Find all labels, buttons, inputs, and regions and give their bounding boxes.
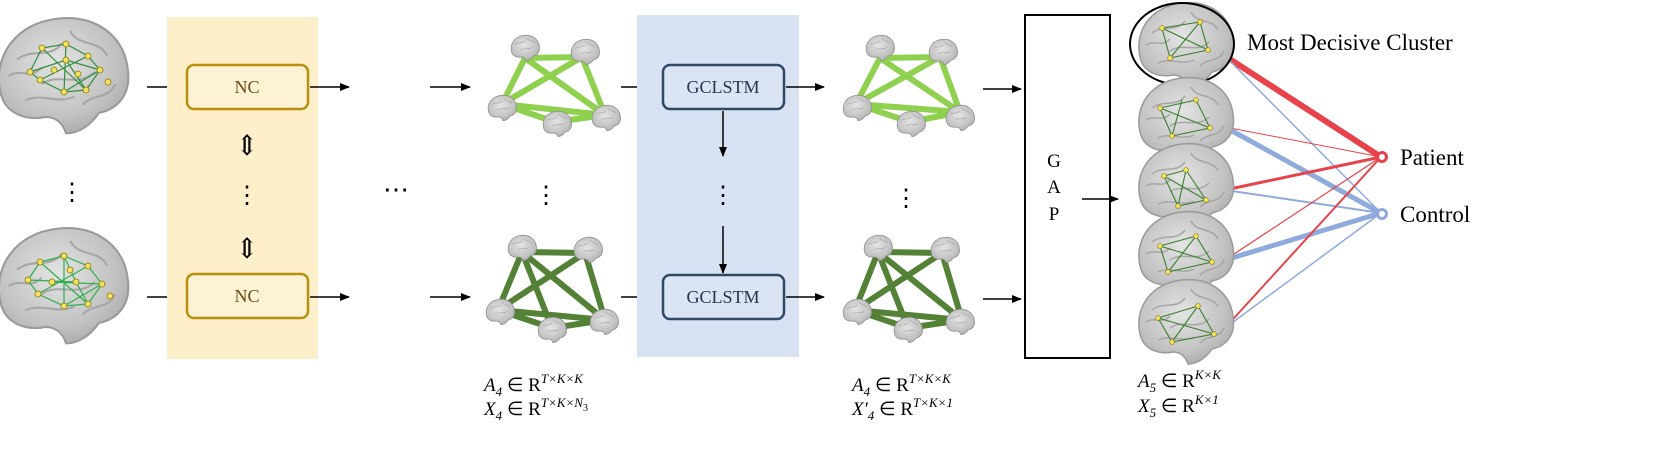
gclstm-label-bottom: GCLSTM bbox=[686, 287, 759, 307]
control-node bbox=[1376, 208, 1388, 220]
gclstm-box-top bbox=[661, 63, 786, 111]
nc-label-top: NC bbox=[234, 77, 259, 97]
formula-2-line-2: X′4 ∈ RT×K×1 bbox=[851, 395, 953, 423]
vertical-ellipsis-graph1: ⋮ bbox=[534, 183, 558, 209]
formula-1-line-1: A4 ∈ RT×K×K bbox=[482, 371, 584, 399]
cluster-graph-dark-1 bbox=[485, 234, 619, 343]
gap-block bbox=[1024, 14, 1111, 359]
patient-node bbox=[1376, 151, 1388, 163]
gap-letter-a: A bbox=[1047, 177, 1061, 198]
vertical-ellipsis-col1: ⋮ bbox=[60, 180, 84, 206]
cluster-to-class-edges bbox=[1223, 53, 1383, 329]
vertical-ellipsis-nc: ⋮ bbox=[235, 183, 259, 209]
formula-2-line-1: A4 ∈ RT×K×K bbox=[850, 371, 952, 399]
gclstm-label-top: GCLSTM bbox=[686, 77, 759, 97]
formula-block-3: A5 ∈ RK×K X5 ∈ RK×1 bbox=[1136, 367, 1222, 420]
brain-nodes-top bbox=[26, 40, 112, 96]
double-arrow-bottom: ⇕ bbox=[235, 234, 258, 265]
cluster-graph-light-2 bbox=[842, 34, 975, 137]
formula-1-line-2: X4 ∈ RT×K×N3 bbox=[483, 395, 588, 423]
vertical-ellipsis-gclstm: ⋮ bbox=[711, 183, 735, 209]
formula-3-line-1: A5 ∈ RK×K bbox=[1136, 367, 1222, 395]
cluster-brain-4 bbox=[1138, 210, 1235, 297]
nc-label-bottom: NC bbox=[234, 286, 259, 306]
cluster-brain-1 bbox=[1138, 1, 1235, 88]
cluster-graph-dark-2 bbox=[842, 234, 975, 343]
formula-block-1: A4 ∈ RT×K×K X4 ∈ RT×K×N3 bbox=[482, 371, 588, 423]
vertical-ellipsis-graph2: ⋮ bbox=[894, 186, 918, 212]
most-decisive-label: Most Decisive Cluster bbox=[1247, 30, 1453, 55]
gap-letter-p: P bbox=[1049, 204, 1060, 225]
horizontal-ellipsis: ⋯ bbox=[383, 175, 409, 204]
gap-letter-g: G bbox=[1047, 151, 1061, 172]
patient-label: Patient bbox=[1400, 145, 1464, 170]
gclstm-box-bottom bbox=[661, 273, 786, 321]
cluster-brain-5 bbox=[1138, 278, 1235, 365]
control-label: Control bbox=[1400, 202, 1470, 227]
double-arrow-top: ⇕ bbox=[235, 131, 258, 162]
cluster-brain-3 bbox=[1138, 142, 1235, 229]
cluster-graph-light-1 bbox=[487, 34, 621, 137]
nc-box-bottom bbox=[185, 272, 310, 320]
formula-block-2: A4 ∈ RT×K×K X′4 ∈ RT×K×1 bbox=[850, 371, 953, 423]
nc-box-top bbox=[185, 63, 310, 111]
formula-3-line-2: X5 ∈ RK×1 bbox=[1137, 392, 1219, 420]
cluster-brain-2 bbox=[1138, 76, 1235, 163]
brain-nodes-bottom bbox=[24, 252, 114, 310]
